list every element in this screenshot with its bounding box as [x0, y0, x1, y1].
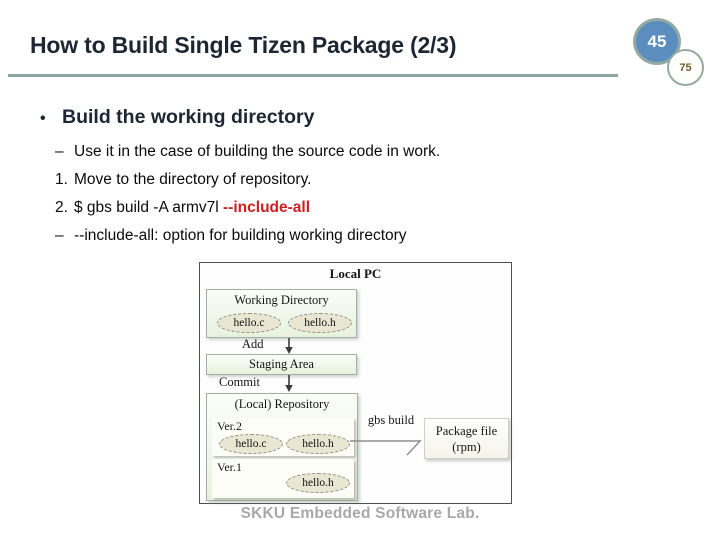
commit-label: Commit [219, 375, 260, 389]
local-repository-label: (Local) Repository [234, 397, 330, 411]
item-marker: 1. [55, 171, 68, 188]
list-item: – Use it in the case of building the sou… [55, 138, 610, 166]
diagram-title: Local PC [329, 266, 382, 281]
page-title: How to Build Single Tizen Package (2/3) [30, 32, 457, 58]
working-directory-label: Working Directory [234, 293, 329, 307]
version-name: Ver.2 [217, 419, 242, 433]
version-box: Ver.1 hello.h [212, 459, 354, 498]
slide-body: • Build the working directory – Use it i… [30, 106, 610, 250]
arrow-down-icon [285, 338, 293, 354]
gbs-build-label: gbs build [367, 413, 415, 427]
item-text: Move to the directory of repository. [74, 171, 312, 188]
list-item: 1. Move to the directory of repository. [55, 166, 610, 194]
sub-bullet-list: – Use it in the case of building the sou… [55, 138, 610, 250]
item-marker: – [55, 227, 64, 244]
file-ellipse: hello.c [219, 434, 283, 454]
working-directory-box: Working Directory hello.c hello.h [206, 289, 357, 338]
item-highlight: --include-all [223, 199, 311, 216]
title-underline [8, 74, 618, 77]
list-item: – --include-all: option for building wor… [55, 222, 610, 250]
total-pages: 75 [679, 61, 692, 74]
bullet-heading: • Build the working directory [30, 106, 610, 129]
package-file-box: Package file (rpm) [424, 418, 509, 459]
staging-area-box: Staging Area [206, 354, 357, 375]
add-label: Add [242, 337, 264, 351]
item-text: $ gbs build -A armv7l [74, 199, 224, 216]
footer-text: SKKU Embedded Software Lab. [240, 505, 480, 522]
file-ellipse: hello.h [288, 313, 352, 333]
staging-area-label: Staging Area [249, 357, 314, 371]
page-number-badge: 45 [633, 18, 681, 65]
local-pc-diagram: Local PC Working Directory hello.c hello… [199, 262, 512, 504]
arrow-down-icon [285, 375, 293, 392]
local-repository-box: (Local) Repository Ver.2 hello.c hello.h… [206, 393, 358, 501]
version-name: Ver.1 [217, 460, 242, 474]
package-file-line1: Package file [435, 423, 498, 438]
package-file-line2: (rpm) [452, 439, 481, 454]
arrow-right-icon [350, 439, 422, 456]
list-item: 2. $ gbs build -A armv7l --include-all [55, 194, 610, 222]
file-ellipse: hello.h [286, 473, 350, 493]
total-pages-badge: 75 [667, 49, 704, 86]
page-number: 45 [647, 31, 667, 51]
item-text: Use it in the case of building the sourc… [74, 143, 441, 160]
item-text: --include-all: option for building worki… [74, 227, 407, 244]
item-marker: 2. [55, 199, 68, 216]
heading-text: Build the working directory [62, 106, 315, 128]
bullet-icon: • [40, 110, 46, 127]
file-ellipse: hello.h [286, 434, 350, 454]
version-box: Ver.2 hello.c hello.h [212, 418, 354, 456]
item-marker: – [55, 143, 64, 160]
file-ellipse: hello.c [217, 313, 281, 333]
